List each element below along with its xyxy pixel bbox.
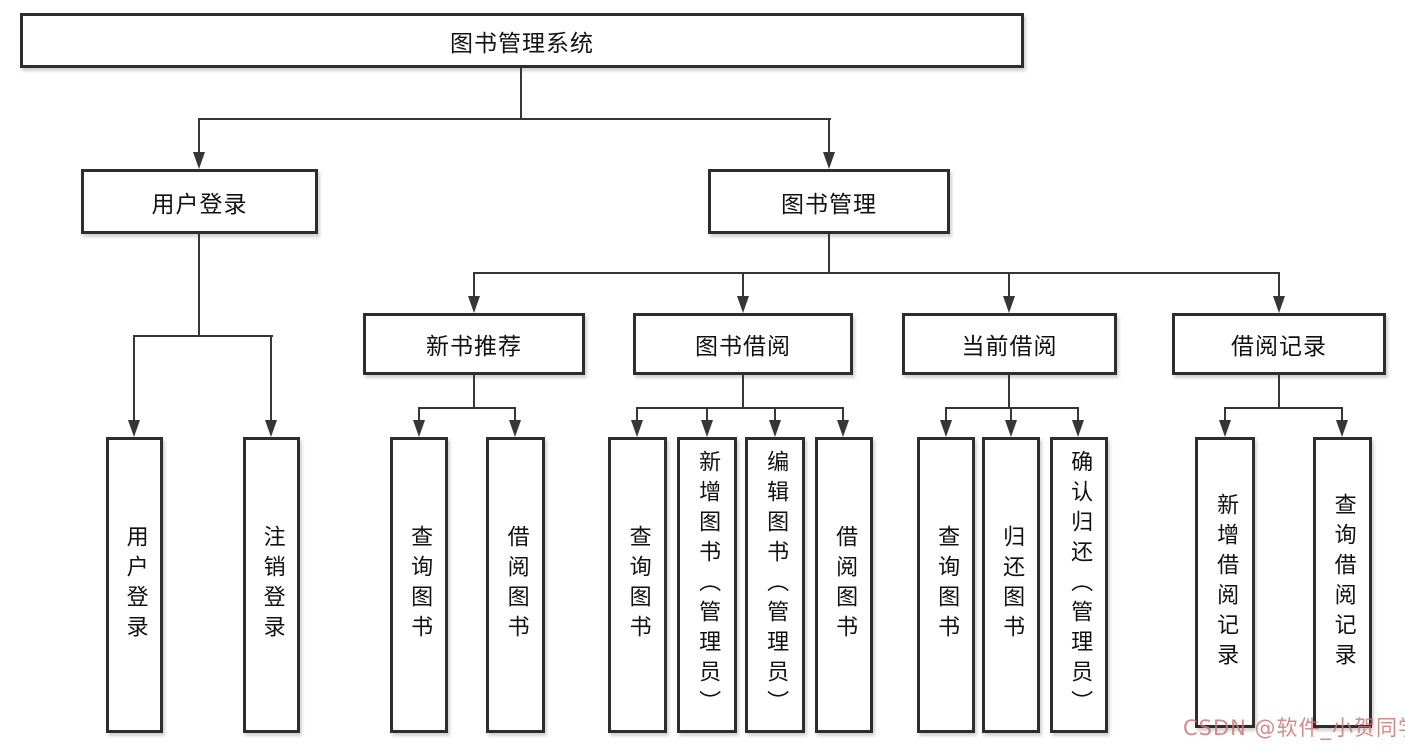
node-leaf-cb-return-books: 归还图书 [982, 437, 1040, 733]
node-label: 确认归还（管理员） [1067, 450, 1093, 720]
arrowhead-icon [769, 420, 781, 437]
connector-line [473, 272, 1280, 274]
connector-line [945, 407, 1079, 409]
connector-line [270, 335, 272, 422]
connector-line [742, 375, 744, 408]
arrowhead-icon [737, 296, 749, 313]
node-new-book-recommend: 新书推荐 [363, 313, 585, 375]
arrowhead-icon [1005, 420, 1017, 437]
arrowhead-icon [1273, 296, 1285, 313]
node-label: 新书推荐 [426, 334, 522, 360]
arrowhead-icon [631, 420, 643, 437]
node-current-borrow: 当前借阅 [902, 313, 1117, 375]
connector-line [1224, 407, 1226, 422]
arrowhead-icon [265, 420, 277, 437]
node-leaf-logout: 注销登录 [243, 437, 300, 733]
node-leaf-nb-query-books: 查询图书 [390, 437, 448, 733]
node-label: 图书借阅 [695, 334, 791, 360]
node-label: 查询图书 [625, 525, 651, 645]
arrowhead-icon [468, 296, 480, 313]
node-label: 新增图书（管理员） [695, 450, 721, 720]
node-leaf-bb-edit-books-admin: 编辑图书（管理员） [745, 437, 805, 733]
connector-line [945, 407, 947, 422]
connector-line [1077, 407, 1079, 422]
arrowhead-icon [837, 420, 849, 437]
node-leaf-user-login: 用户登录 [106, 437, 163, 733]
connector-line [1010, 407, 1012, 422]
node-leaf-br-add-record: 新增借阅记录 [1195, 437, 1255, 728]
connector-line [742, 272, 744, 298]
node-label: 查询借阅记录 [1330, 492, 1356, 673]
connector-line [1278, 272, 1280, 298]
node-label: 查询图书 [934, 525, 960, 645]
arrowhead-icon [413, 420, 425, 437]
connector-line [828, 234, 830, 274]
arrowhead-icon [823, 152, 835, 169]
node-leaf-nb-borrow-books: 借阅图书 [486, 437, 545, 733]
connector-line [473, 272, 475, 298]
node-label: 查询图书 [407, 525, 433, 645]
arrowhead-icon [509, 420, 521, 437]
arrowhead-icon [1219, 420, 1231, 437]
node-label: 当前借阅 [961, 334, 1058, 360]
arrowhead-icon [1003, 296, 1015, 313]
node-borrow-records: 借阅记录 [1172, 313, 1386, 375]
node-leaf-cb-confirm-return-admin: 确认归还（管理员） [1050, 437, 1108, 733]
node-label: 归还图书 [999, 525, 1025, 645]
connector-line [520, 68, 522, 119]
node-leaf-bb-add-books-admin: 新增图书（管理员） [677, 437, 737, 733]
node-label: 注销登录 [259, 525, 285, 645]
connector-line [134, 335, 273, 337]
node-label: 借阅记录 [1231, 334, 1327, 360]
node-label: 借阅图书 [503, 525, 529, 645]
node-leaf-cb-query-books: 查询图书 [917, 437, 975, 733]
node-label: 图书管理系统 [450, 30, 594, 57]
arrowhead-icon [128, 420, 140, 437]
node-label: 借阅图书 [832, 525, 858, 645]
connector-line [1224, 407, 1343, 409]
arrowhead-icon [1072, 420, 1084, 437]
connector-line [636, 407, 844, 409]
connector-line [133, 335, 135, 422]
connector-line [706, 407, 708, 422]
connector-line [418, 407, 516, 409]
arrowhead-icon [701, 420, 713, 437]
node-user-login: 用户登录 [81, 169, 318, 234]
node-label: 新增借阅记录 [1213, 492, 1239, 673]
connector-line [636, 407, 638, 422]
connector-line [842, 407, 844, 422]
connector-line [1341, 407, 1343, 422]
node-label: 编辑图书（管理员） [763, 450, 789, 720]
connector-line [828, 118, 830, 154]
arrowhead-icon [1336, 420, 1348, 437]
connector-line [1008, 375, 1010, 408]
connector-line [1278, 375, 1280, 408]
connector-line [418, 407, 420, 422]
connector-line [514, 407, 516, 422]
node-book-management: 图书管理 [708, 169, 950, 234]
node-leaf-br-query-record: 查询借阅记录 [1313, 437, 1372, 728]
connector-line [1008, 272, 1010, 298]
csdn-watermark: CSDN @软件_小贺同学 [1183, 716, 1405, 740]
node-label: 图书管理 [781, 191, 877, 218]
node-label: 用户登录 [122, 525, 148, 645]
connector-line [198, 118, 200, 154]
node-book-borrow: 图书借阅 [633, 313, 853, 375]
node-label: 用户登录 [151, 191, 248, 218]
arrowhead-icon [940, 420, 952, 437]
connector-line [198, 118, 831, 120]
connector-line [198, 234, 200, 337]
connector-line [774, 407, 776, 422]
arrowhead-icon [193, 152, 205, 169]
node-leaf-bb-query-books: 查询图书 [608, 437, 667, 733]
node-root: 图书管理系统 [20, 13, 1024, 68]
node-leaf-bb-borrow-books: 借阅图书 [815, 437, 873, 733]
connector-line [473, 375, 475, 408]
